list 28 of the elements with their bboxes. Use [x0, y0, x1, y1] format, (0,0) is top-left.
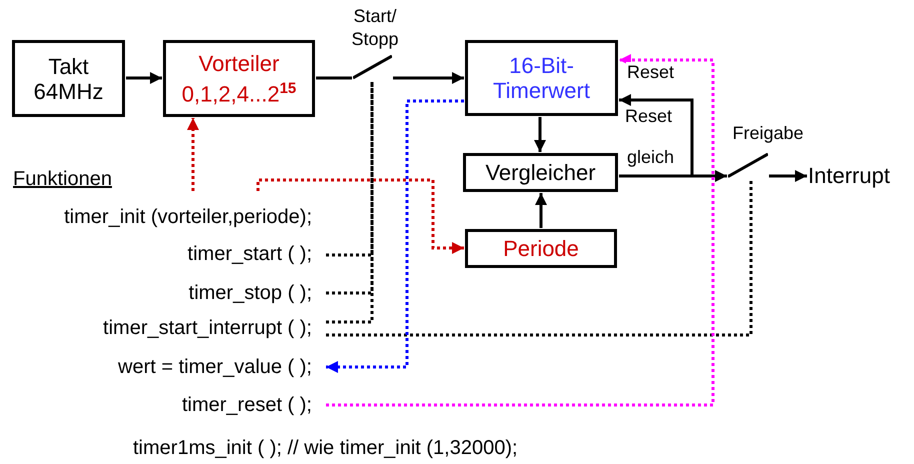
arrow — [126, 72, 162, 84]
code-line: wert = timer_value ( ); — [50, 355, 312, 379]
switch-label: Start/ Stopp — [350, 5, 400, 51]
code-line: timer_start ( ); — [100, 242, 312, 266]
arrow — [393, 72, 464, 84]
arrow — [619, 94, 694, 178]
code-line: timer_stop ( ); — [100, 281, 312, 305]
code-line: timer_reset ( ); — [100, 393, 312, 417]
dotted-arrow — [326, 100, 464, 373]
arrow — [769, 170, 807, 182]
switch-label: Freigabe — [731, 122, 805, 145]
dotted-arrow — [256, 178, 464, 254]
process-box: Vergleicher — [463, 153, 618, 192]
connector-line — [316, 76, 352, 80]
edge-label: gleich — [626, 147, 676, 168]
process-box: Periode — [465, 229, 617, 268]
process-box: 16-Bit- Timerwert — [465, 40, 618, 116]
dotted-arrow — [326, 54, 714, 406]
code-line: timer1ms_init ( ); // wie timer_init (1,32000); — [133, 437, 518, 460]
code-line: timer_init (vorteiler,periode); — [8, 205, 312, 229]
code-line: timer_start_interrupt ( ); — [30, 316, 312, 340]
arrow — [535, 193, 547, 228]
process-box: Takt 64MHz — [12, 40, 125, 117]
process-box: Vorteiler 0,1,2,4...2$^{15}$ — [163, 40, 315, 117]
section-heading: Funktionen — [13, 168, 112, 191]
output-label: Interrupt — [808, 163, 908, 191]
dotted-arrow — [187, 118, 199, 191]
arrow — [534, 117, 546, 152]
